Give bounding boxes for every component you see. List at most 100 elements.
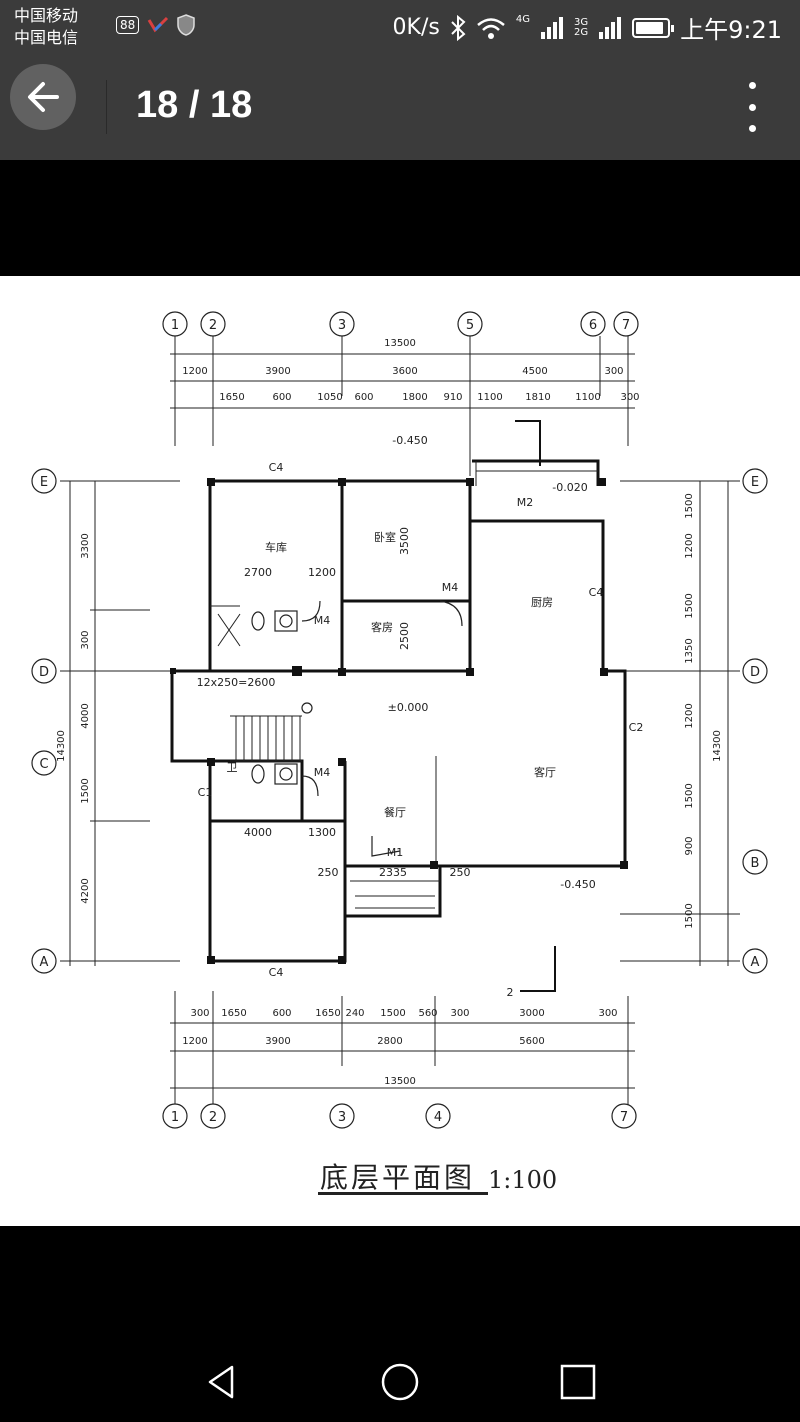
dim-bot-r1-8: 3000 — [519, 1008, 544, 1019]
dim-250-b: 250 — [450, 866, 471, 879]
dim-right-0: 1500 — [684, 493, 695, 518]
dim-top-r2-3: 600 — [354, 392, 373, 403]
triangle-back-icon — [208, 1365, 234, 1399]
dim-2335: 2335 — [379, 866, 407, 879]
dim-top-r1-2: 3600 — [392, 366, 417, 377]
dim-top-r1-4: 300 — [604, 366, 623, 377]
dim-top-r2-9: 300 — [620, 392, 639, 403]
floor-plan-drawing: 1 2 3 5 6 7 1 2 3 4 7 E D C A E D B A — [31, 311, 768, 1129]
window-c4-b: C4 — [269, 966, 284, 979]
dim-top-r2-5: 910 — [443, 392, 462, 403]
square-recents-icon — [560, 1364, 596, 1400]
door-m4-a: M4 — [442, 581, 459, 594]
network-2g-label: 2G — [573, 26, 589, 38]
dim-bot-r2-0: 1200 — [182, 1036, 207, 1047]
axis-left-a: A — [40, 955, 49, 970]
door-m4-b: M4 — [314, 614, 331, 627]
axis-bottom-1: 1 — [171, 1110, 179, 1125]
nav-home-button[interactable] — [380, 1362, 420, 1402]
nav-back-button[interactable] — [202, 1362, 242, 1402]
dim-left-0: 3300 — [80, 533, 91, 558]
window-c2: C2 — [629, 721, 644, 734]
notification-badge: 88 — [116, 16, 140, 34]
room-living: 客厅 — [534, 765, 556, 779]
dim-1200: 1200 — [308, 566, 336, 579]
dim-bot-r1-1: 1650 — [221, 1008, 246, 1019]
axis-left-d: D — [39, 665, 49, 680]
dim-top-r1-0: 1200 — [182, 366, 207, 377]
dim-bot-r1-5: 1500 — [380, 1008, 405, 1019]
floor-plan-image[interactable]: 1 2 3 5 6 7 1 2 3 4 7 E D C A E D B A — [0, 276, 800, 1226]
back-button[interactable] — [10, 64, 76, 130]
axis-top-3: 3 — [338, 318, 346, 333]
arrow-left-icon — [28, 82, 59, 112]
window-c4-a: C4 — [269, 461, 284, 474]
page-counter: 18 / 18 — [136, 84, 253, 126]
signal-2-icon — [599, 16, 622, 39]
room-guest: 客房 — [371, 620, 393, 634]
dim-left-3: 1500 — [80, 778, 91, 803]
dim-bottom-total: 13500 — [384, 1076, 416, 1087]
status-right: 0K/s 4G 3G 2G 上午9:21 — [393, 10, 782, 45]
clock: 上午9:21 — [680, 16, 782, 44]
dim-top-r2-8: 1100 — [575, 392, 600, 403]
battery-level — [636, 21, 664, 34]
axis-bottom-3: 3 — [338, 1110, 346, 1125]
image-viewer[interactable]: 1 2 3 5 6 7 1 2 3 4 7 E D C A E D B A — [0, 160, 800, 1338]
dim-left-total: 14300 — [56, 730, 67, 762]
bluetooth-icon — [451, 14, 466, 41]
dim-bot-r1-3: 1650 — [315, 1008, 340, 1019]
axis-right-b: B — [751, 856, 760, 871]
app-bar: 18 / 18 — [0, 54, 800, 160]
dim-1300: 1300 — [308, 826, 336, 839]
dim-right-7: 1500 — [684, 903, 695, 928]
drawing-scale: 1:100 — [488, 1166, 558, 1194]
axis-right-d: D — [750, 665, 760, 680]
dim-2700: 2700 — [244, 566, 272, 579]
door-m4-c: M4 — [314, 766, 331, 779]
room-garage: 车库 — [265, 540, 287, 554]
circle-home-icon — [381, 1363, 419, 1401]
room-dining: 餐厅 — [384, 805, 406, 819]
elevation-1: -0.450 — [392, 434, 427, 447]
carrier-info: 中国移动 中国电信 — [14, 5, 78, 49]
more-options-button[interactable] — [742, 82, 762, 132]
section-mark-2: 2 — [507, 986, 514, 999]
dim-bot-r1-0: 300 — [190, 1008, 209, 1019]
dim-bot-r1-9: 300 — [598, 1008, 617, 1019]
nav-recents-button[interactable] — [558, 1362, 598, 1402]
signal-icon — [540, 16, 563, 39]
door-m1: M1 — [387, 846, 404, 859]
dim-bot-r2-2: 2800 — [377, 1036, 402, 1047]
axis-top-6: 6 — [589, 318, 597, 333]
dim-right-5: 1500 — [684, 783, 695, 808]
carrier-2: 中国电信 — [14, 28, 79, 47]
axis-top-7: 7 — [622, 318, 630, 333]
network-speed: 0K/s — [392, 15, 440, 40]
dim-right-1: 1200 — [684, 533, 695, 558]
carrier-1: 中国移动 — [14, 6, 79, 25]
dim-right-2: 1500 — [684, 593, 695, 618]
door-m2: M2 — [517, 496, 534, 509]
app-bar-divider — [106, 80, 107, 134]
axis-top-2: 2 — [209, 318, 217, 333]
dim-bot-r1-7: 300 — [450, 1008, 469, 1019]
dim-bot-r2-1: 3900 — [265, 1036, 290, 1047]
shield-icon — [177, 14, 196, 36]
axis-bottom-7: 7 — [620, 1110, 628, 1125]
room-kitchen: 厨房 — [531, 596, 553, 609]
notification-icons: 88 — [116, 14, 196, 36]
network-4g-label: 4G — [515, 14, 530, 25]
elevation-4: -0.450 — [560, 878, 595, 891]
axis-left-e: E — [40, 475, 48, 490]
axis-left-c: C — [39, 757, 48, 772]
dim-3500: 3500 — [398, 527, 411, 555]
drawing-title: 底层平面图 — [320, 1161, 476, 1194]
window-c4-c: C4 — [589, 586, 604, 599]
status-bar: 中国移动 中国电信 88 0K/s 4G 3G 2G 上午9:21 — [0, 0, 800, 54]
dim-top-r1-3: 4500 — [522, 366, 547, 377]
window-c1: C1 — [198, 786, 213, 799]
dim-top-r2-4: 1800 — [402, 392, 427, 403]
elevation-3: -0.020 — [552, 481, 587, 494]
dim-left-4: 4200 — [80, 878, 91, 903]
